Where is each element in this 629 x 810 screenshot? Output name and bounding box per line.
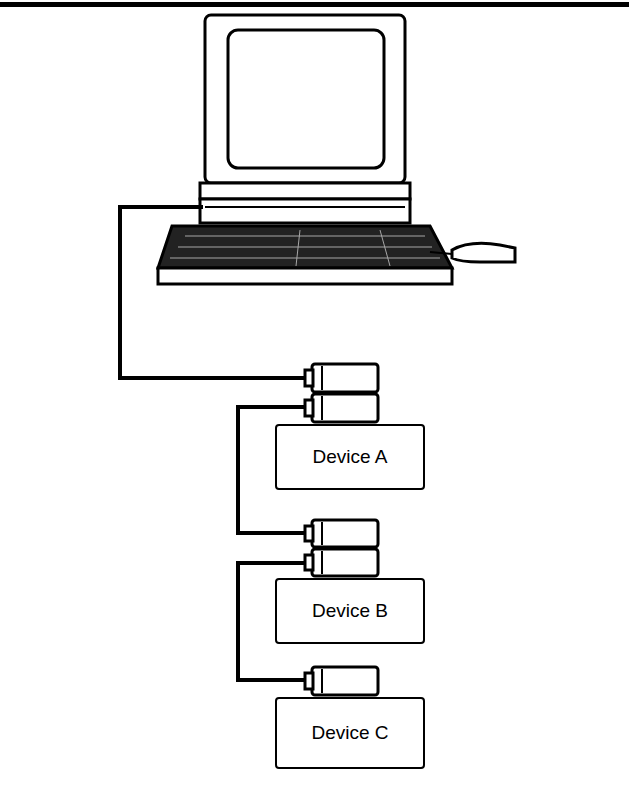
keyboard <box>158 226 452 268</box>
screen <box>228 30 384 168</box>
computer-cable <box>120 207 306 378</box>
top-rule <box>0 2 629 7</box>
keyboard-front <box>158 268 452 284</box>
device-box: Device B <box>275 578 425 644</box>
device-box: Device A <box>275 424 425 490</box>
mouse <box>452 243 515 262</box>
connector-plugs <box>305 364 378 695</box>
device-label: Device A <box>305 446 396 468</box>
monitor <box>205 15 405 183</box>
device-label: Device C <box>303 722 396 744</box>
device-label: Device B <box>304 600 396 622</box>
device-box: Device C <box>275 697 425 769</box>
system-unit <box>200 199 410 223</box>
monitor-base <box>200 183 410 199</box>
